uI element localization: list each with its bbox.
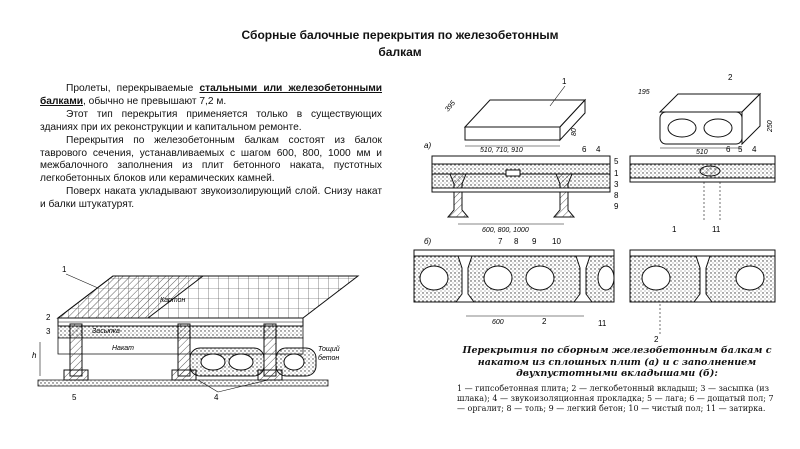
label-1: 1	[62, 265, 67, 274]
label-beton: бетон	[318, 354, 339, 362]
b-label-7: 7	[498, 237, 503, 246]
b2-label-2: 2	[654, 335, 659, 344]
dim-195: 195	[638, 89, 650, 96]
label-toshchiy: Тощий	[318, 345, 340, 353]
body-text: Пролеты, перекрываемые стальными или жел…	[40, 83, 382, 212]
p1-text: Пролеты, перекрываемые	[66, 83, 194, 94]
a2-label-11: 11	[712, 225, 721, 234]
beam-floor-sections-drawing: 395 510, 710, 910 80 1 195 510 250 2 а) …	[413, 73, 776, 344]
dim-80: 80	[571, 128, 578, 136]
label-h: h	[32, 351, 37, 360]
paragraph-spans: Пролеты, перекрываемые стальными или жел…	[40, 83, 382, 109]
b-label-10: 10	[552, 237, 561, 246]
label-zasypka: Засыпка	[92, 328, 120, 335]
a-label-9: 9	[614, 202, 619, 211]
label-2: 2	[46, 313, 51, 322]
dim-510-710-910: 510, 710, 910	[480, 147, 523, 154]
block-label-2: 2	[728, 73, 733, 82]
slab-label-1: 1	[562, 77, 567, 86]
a-label-4: 4	[596, 145, 601, 154]
label-b: б)	[424, 237, 432, 246]
label-3: 3	[46, 327, 51, 336]
paragraph-finish: Поверх наката укладывают звукоизолирующи…	[40, 186, 382, 211]
label-5: 5	[72, 393, 77, 402]
a-label-6: 6	[582, 145, 587, 154]
label-a: а)	[424, 141, 431, 150]
paragraph-usage: Этот тип перекрытия применяется только в…	[40, 108, 382, 133]
label-nakat: Накат	[112, 345, 134, 352]
slide-title: Сборные балочные перекрытия по железобет…	[180, 27, 620, 61]
b-label-2: 2	[542, 317, 547, 326]
dim-510: 510	[696, 149, 708, 156]
slide-title-line2: балкам	[378, 45, 422, 59]
p1-tail: , обычно не превышают 7,2 м.	[83, 95, 227, 107]
label-4: 4	[214, 393, 219, 402]
a2-label-5: 5	[738, 145, 743, 154]
a2-label-1: 1	[672, 225, 677, 234]
b-label-8: 8	[514, 237, 519, 246]
b-label-11: 11	[598, 319, 607, 328]
a2-label-4: 4	[752, 145, 757, 154]
isometric-floor-drawing: 1 Картон Засыпка Накат Тощий бетон 2 3 h…	[32, 265, 360, 402]
dim-395: 395	[444, 100, 457, 114]
a2-label-6: 6	[726, 145, 731, 154]
a-label-5: 5	[614, 157, 619, 166]
a-label-8: 8	[614, 191, 619, 200]
paragraph-structure: Перекрытия по железобетонным балкам сост…	[40, 134, 382, 185]
dim-600: 600	[492, 319, 504, 326]
label-karton: Картон	[160, 297, 186, 304]
a-label-3: 3	[614, 180, 619, 189]
caption-title: Перекрытия по сборным железобетонным бал…	[462, 345, 772, 379]
caption-legend: 1 — гипсобетонная плита; 2 — легкобетонн…	[457, 383, 774, 413]
a-label-1: 1	[614, 169, 619, 178]
p1-emphasis: стальными или железобетонными балками	[40, 83, 382, 107]
dim-250: 250	[767, 120, 774, 133]
dim-600-800-1000: 600, 800, 1000	[482, 227, 529, 234]
b-label-9: 9	[532, 237, 537, 246]
figure-caption: Перекрытия по сборным железобетонным бал…	[457, 345, 777, 414]
slide-title-line1: Сборные балочные перекрытия по железобет…	[241, 28, 559, 42]
